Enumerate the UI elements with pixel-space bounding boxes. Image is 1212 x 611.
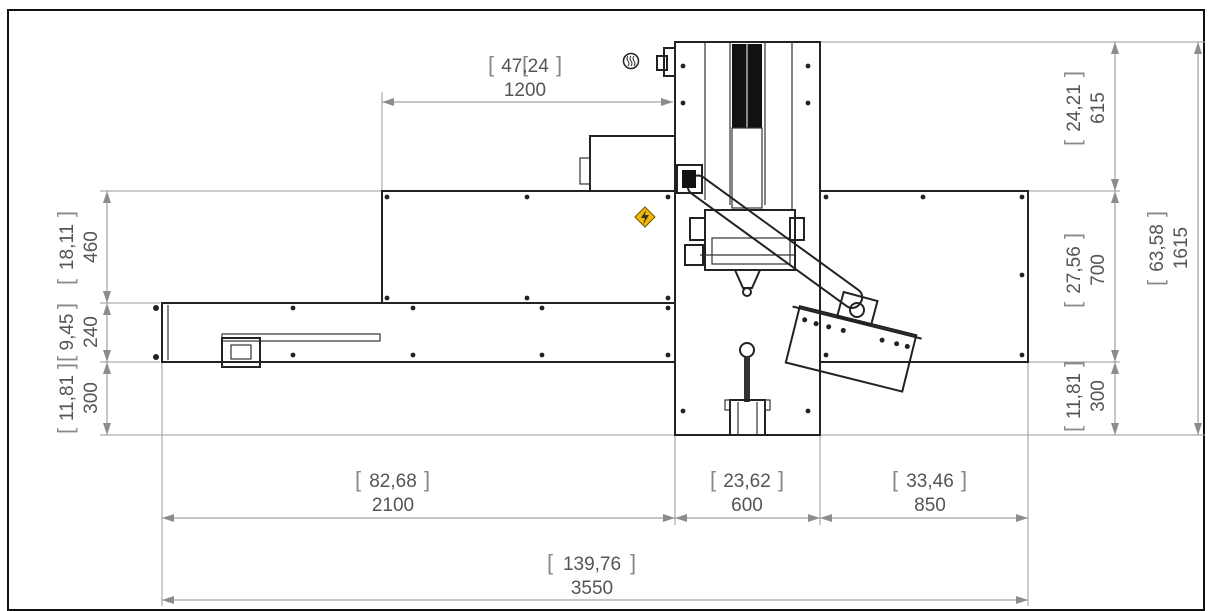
extension-lines (100, 41, 1205, 606)
dim-right-middle-mm: 700 (1088, 254, 1109, 286)
svg-text:]: ] (961, 467, 967, 492)
dim-left-lower-inch: 11,81 (57, 375, 78, 421)
electrical-hazard-icon (634, 206, 656, 228)
dim-left-lower-mm: 300 (81, 382, 102, 414)
machine-plan-view (153, 41, 1029, 436)
dim-width-right-inch: 33,46 (906, 471, 954, 492)
dim-width-center-mm: 600 (731, 495, 763, 516)
svg-text:[: [ (355, 467, 361, 492)
svg-text:[: [ (1060, 426, 1085, 432)
dimension-top-offset: [ 47,24 1200 (501, 52, 549, 101)
right-table (819, 190, 1029, 363)
dim-top-offset-inch: 47,24 (501, 56, 549, 77)
svg-text:]: ] (1060, 71, 1085, 77)
svg-text:]: ] (778, 467, 784, 492)
dim-left-middle-mm: 240 (81, 316, 102, 348)
svg-text:]: ] (556, 52, 562, 77)
heat-symbol-icon (622, 52, 640, 70)
svg-text:[: [ (1060, 140, 1085, 146)
dim-left-upper-mm: 460 (81, 231, 102, 263)
svg-text:]: ] (53, 303, 78, 309)
svg-text:]: ] (53, 363, 78, 369)
dim-right-lower-mm: 300 (1088, 380, 1109, 412)
left-conveyor (161, 302, 676, 363)
svg-text:[: [ (1143, 280, 1168, 286)
dim-right-lower-inch: 11,81 (1064, 373, 1085, 419)
fastener-dots (290, 63, 1025, 414)
svg-text:]: ] (1060, 361, 1085, 367)
svg-text:]: ] (53, 211, 78, 217)
dim-right-middle-inch: 27,56 (1064, 246, 1085, 294)
svg-text:]: ] (424, 467, 430, 492)
svg-text:[: [ (547, 550, 553, 575)
drawing-frame (7, 9, 1205, 611)
swing-arm (686, 174, 864, 309)
dim-height-total-mm: 1615 (1171, 227, 1192, 269)
svg-text:[: [ (710, 467, 716, 492)
dim-width-left-mm: 2100 (372, 495, 414, 516)
dim-top-offset-mm: 1200 (504, 80, 546, 101)
dim-right-top-inch: 24,21 (1064, 84, 1085, 132)
dim-width-center-inch: 23,62 (723, 471, 771, 492)
svg-text:]: ] (630, 550, 636, 575)
svg-text:[: [ (53, 428, 78, 434)
head-mechanism (704, 209, 796, 271)
lower-cylinder (729, 399, 766, 436)
middle-table (381, 190, 676, 304)
dim-right-top-mm: 615 (1088, 92, 1109, 124)
control-box (589, 135, 676, 192)
svg-text:[: [ (488, 52, 494, 77)
dimension-lines (103, 42, 1202, 604)
svg-text:[: [ (1060, 302, 1085, 308)
dim-width-left-inch: 82,68 (369, 471, 417, 492)
svg-text:]: ] (1143, 211, 1168, 217)
svg-text:[: [ (892, 467, 898, 492)
svg-text:[: [ (53, 356, 78, 362)
dim-width-right-mm: 850 (914, 495, 946, 516)
svg-text:[: [ (53, 279, 78, 285)
dim-left-upper-inch: 18,11 (57, 224, 78, 270)
conveyor-carriage (221, 337, 261, 368)
svg-text:]: ] (1060, 233, 1085, 239)
dim-width-total-inch: 139,76 (563, 554, 621, 575)
dim-width-total-mm: 3550 (571, 578, 613, 599)
dim-height-total-inch: 63,58 (1147, 224, 1168, 272)
dim-left-middle-inch: 9,45 (57, 314, 78, 351)
svg-text:[: [ (522, 52, 528, 77)
